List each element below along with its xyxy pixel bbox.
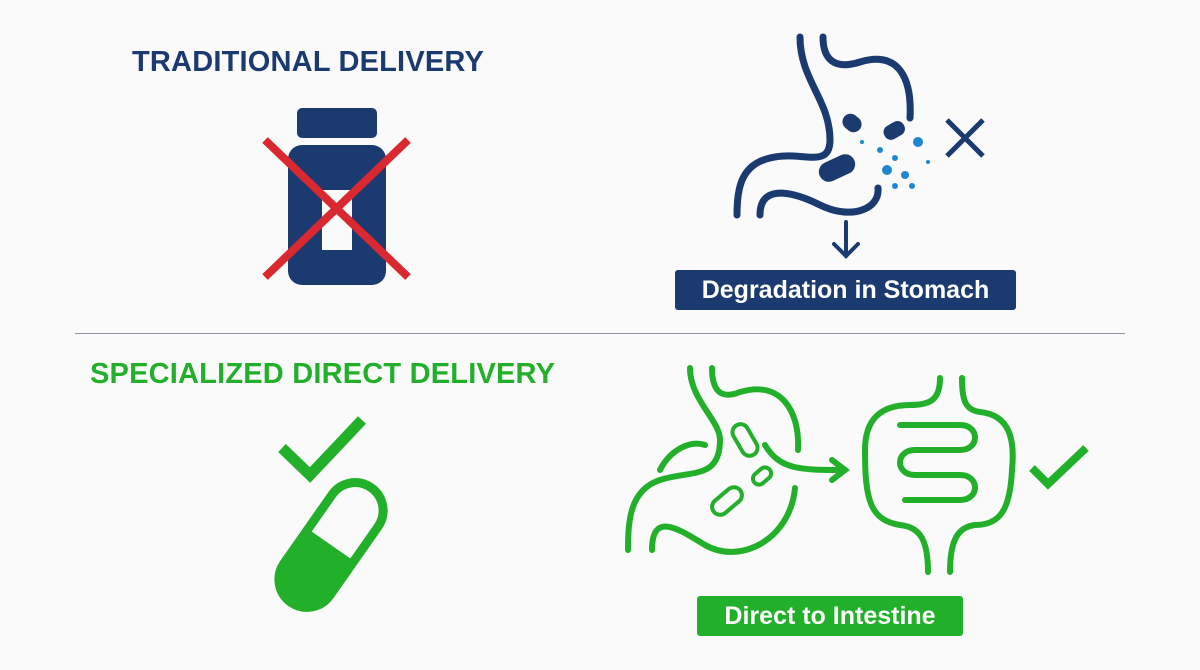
down-arrow-icon [832,220,860,259]
traditional-delivery-title: TRADITIONAL DELIVERY [132,46,485,78]
capsule-icon [274,478,388,612]
section-divider [75,333,1125,334]
x-mark-icon [945,118,985,158]
stomach-icon [733,33,914,219]
intestine-icon [861,375,1016,575]
specialized-delivery-title: SPECIALIZED DIRECT DELIVERY [90,358,556,390]
pill-bottle-icon [288,108,386,285]
checkmark-icon [1029,445,1089,490]
broken-capsule-icon [818,113,905,182]
capsules-icon [710,422,774,517]
stomach-icon [625,365,850,555]
degradation-label: Degradation in Stomach [675,270,1016,310]
checkmark-icon [278,416,366,483]
red-x-icon [262,137,411,280]
direct-to-intestine-label: Direct to Intestine [697,596,963,636]
particles-icon [860,137,930,189]
